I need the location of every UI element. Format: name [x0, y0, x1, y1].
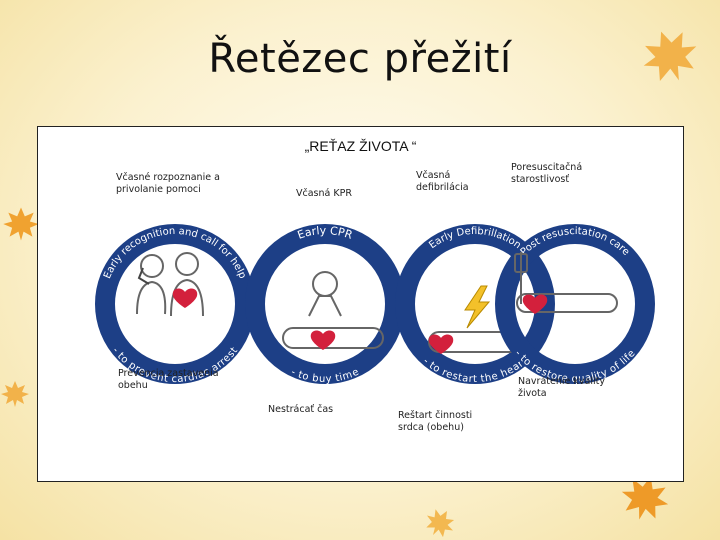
lightning-bolt-icon	[464, 285, 491, 329]
cpr-rescuer-icon	[282, 271, 384, 349]
label-restart: Reštart činnosti srdca (obehu)	[398, 410, 473, 433]
svg-text:Early CPR: Early CPR	[296, 224, 355, 242]
maple-leaf-icon	[426, 509, 455, 538]
ring-post-resuscitation-care: Post resuscitation care - to restore qua…	[495, 224, 655, 385]
label-quality: Navrátenie kvality života	[518, 376, 605, 399]
chain-frame	[37, 126, 684, 482]
label-post-care: Poresuscitačná starostlivosť	[511, 162, 583, 185]
slide-title: Řetězec přežití	[208, 36, 512, 82]
heart-icon	[310, 330, 336, 350]
chain-of-survival-graphic: Early recognition and call for help - to…	[95, 224, 655, 385]
label-buy-time: Nestrácať čas	[268, 404, 334, 415]
label-cpr: Včasná KPR	[296, 188, 352, 199]
label-recognition: Včasné rozpoznanie a privolanie pomoci	[116, 172, 220, 195]
chain-title: „REŤAZ ŽIVOTA “	[304, 138, 417, 154]
heart-icon	[172, 288, 198, 308]
heart-icon	[522, 294, 548, 314]
maple-leaf-icon	[3, 207, 39, 241]
label-prevention: Prevencia zastavenia obehu	[118, 368, 219, 391]
caller-with-phone-icon	[136, 252, 204, 317]
heart-icon	[428, 334, 454, 354]
label-defibrillation: Včasná defibrilácia	[416, 170, 469, 193]
maple-leaf-icon	[643, 31, 697, 81]
ring-2-top-text: Early CPR	[296, 224, 355, 242]
ring-early-recognition: Early recognition and call for help - to…	[95, 224, 255, 385]
ring-early-cpr: Early CPR - to buy time	[245, 224, 405, 385]
iv-drip-icon	[514, 252, 618, 313]
maple-leaf-icon	[621, 476, 669, 520]
maple-leaf-icon	[1, 381, 29, 407]
